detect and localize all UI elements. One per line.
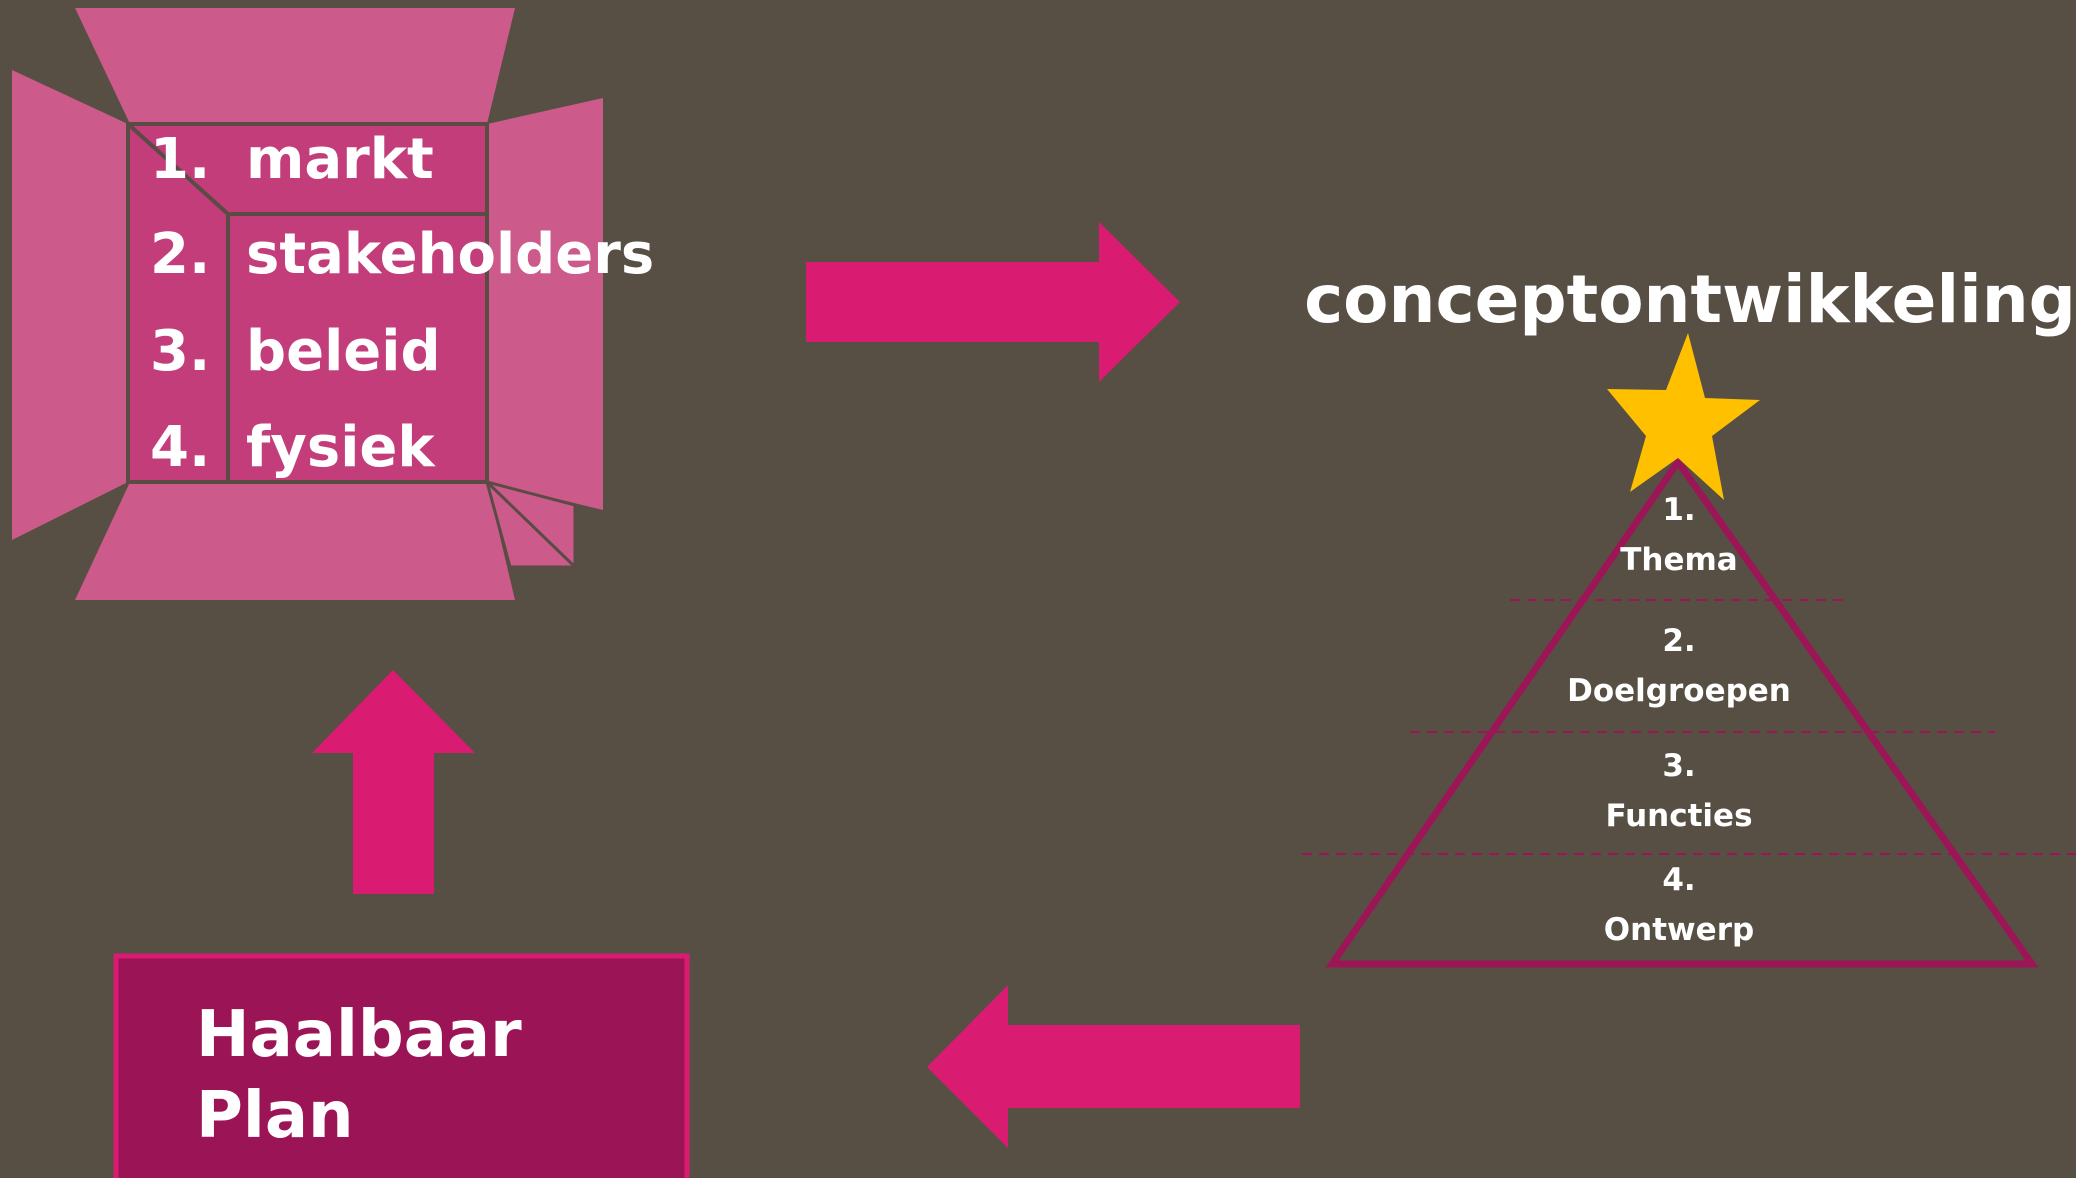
box-item-label: markt bbox=[246, 127, 434, 192]
open-box-icon bbox=[12, 8, 603, 600]
box-item-number: 1. bbox=[150, 127, 210, 192]
plan-box bbox=[113, 953, 690, 1178]
box-item-label: fysiek bbox=[246, 415, 436, 480]
box-bottom-flap bbox=[75, 482, 515, 600]
pyramid-level-number: 3. bbox=[1662, 748, 1695, 784]
star-icon bbox=[1607, 333, 1760, 500]
pyramid-level-number: 4. bbox=[1662, 862, 1695, 898]
arrow-right-icon bbox=[806, 222, 1180, 382]
pyramid-level-number: 1. bbox=[1662, 492, 1695, 528]
pyramid-outline bbox=[1325, 455, 2039, 968]
pyramid-level-label: Ontwerp bbox=[1604, 912, 1754, 948]
box-item-number: 4. bbox=[150, 415, 210, 480]
pyramid-level-label: Functies bbox=[1605, 798, 1752, 834]
box-item-number: 3. bbox=[150, 319, 210, 384]
plan-title-line1: Haalbaar bbox=[196, 998, 522, 1072]
concept-pyramid: 1. Thema 2. Doelgroepen 3. Functies 4. O… bbox=[1302, 455, 2076, 968]
box-left-flap bbox=[12, 70, 128, 540]
box-right-flap bbox=[487, 98, 603, 510]
box-item-label: beleid bbox=[246, 319, 441, 384]
pyramid-level-number: 2. bbox=[1662, 623, 1695, 659]
box-item-number: 2. bbox=[150, 222, 210, 287]
box-list: 1. markt 2. stakeholders 3. beleid 4. fy… bbox=[150, 127, 654, 480]
arrow-up-icon bbox=[312, 670, 475, 894]
box-item-label: stakeholders bbox=[246, 222, 654, 287]
pyramid-level-label: Doelgroepen bbox=[1567, 673, 1791, 709]
pyramid-level-label: Thema bbox=[1620, 542, 1737, 578]
concept-title: conceptontwikkeling bbox=[1304, 261, 2076, 338]
plan-title-line2: Plan bbox=[196, 1079, 354, 1153]
box-corner-crease bbox=[485, 480, 577, 569]
box-inside bbox=[126, 122, 489, 484]
box-top-flap bbox=[75, 8, 515, 124]
arrow-left-icon bbox=[927, 985, 1300, 1148]
